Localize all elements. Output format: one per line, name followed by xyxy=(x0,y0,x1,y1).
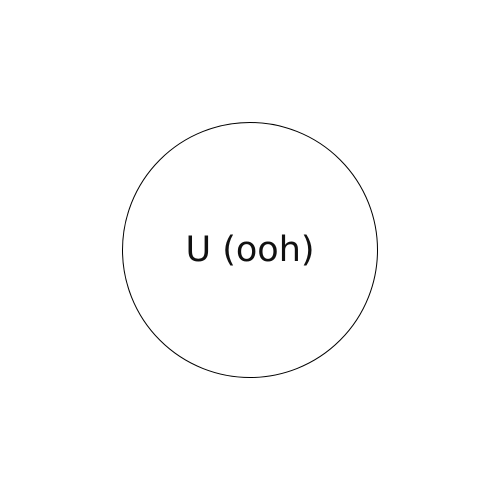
circle-shape xyxy=(122,122,378,378)
circle-label: U (ooh) xyxy=(185,230,315,270)
